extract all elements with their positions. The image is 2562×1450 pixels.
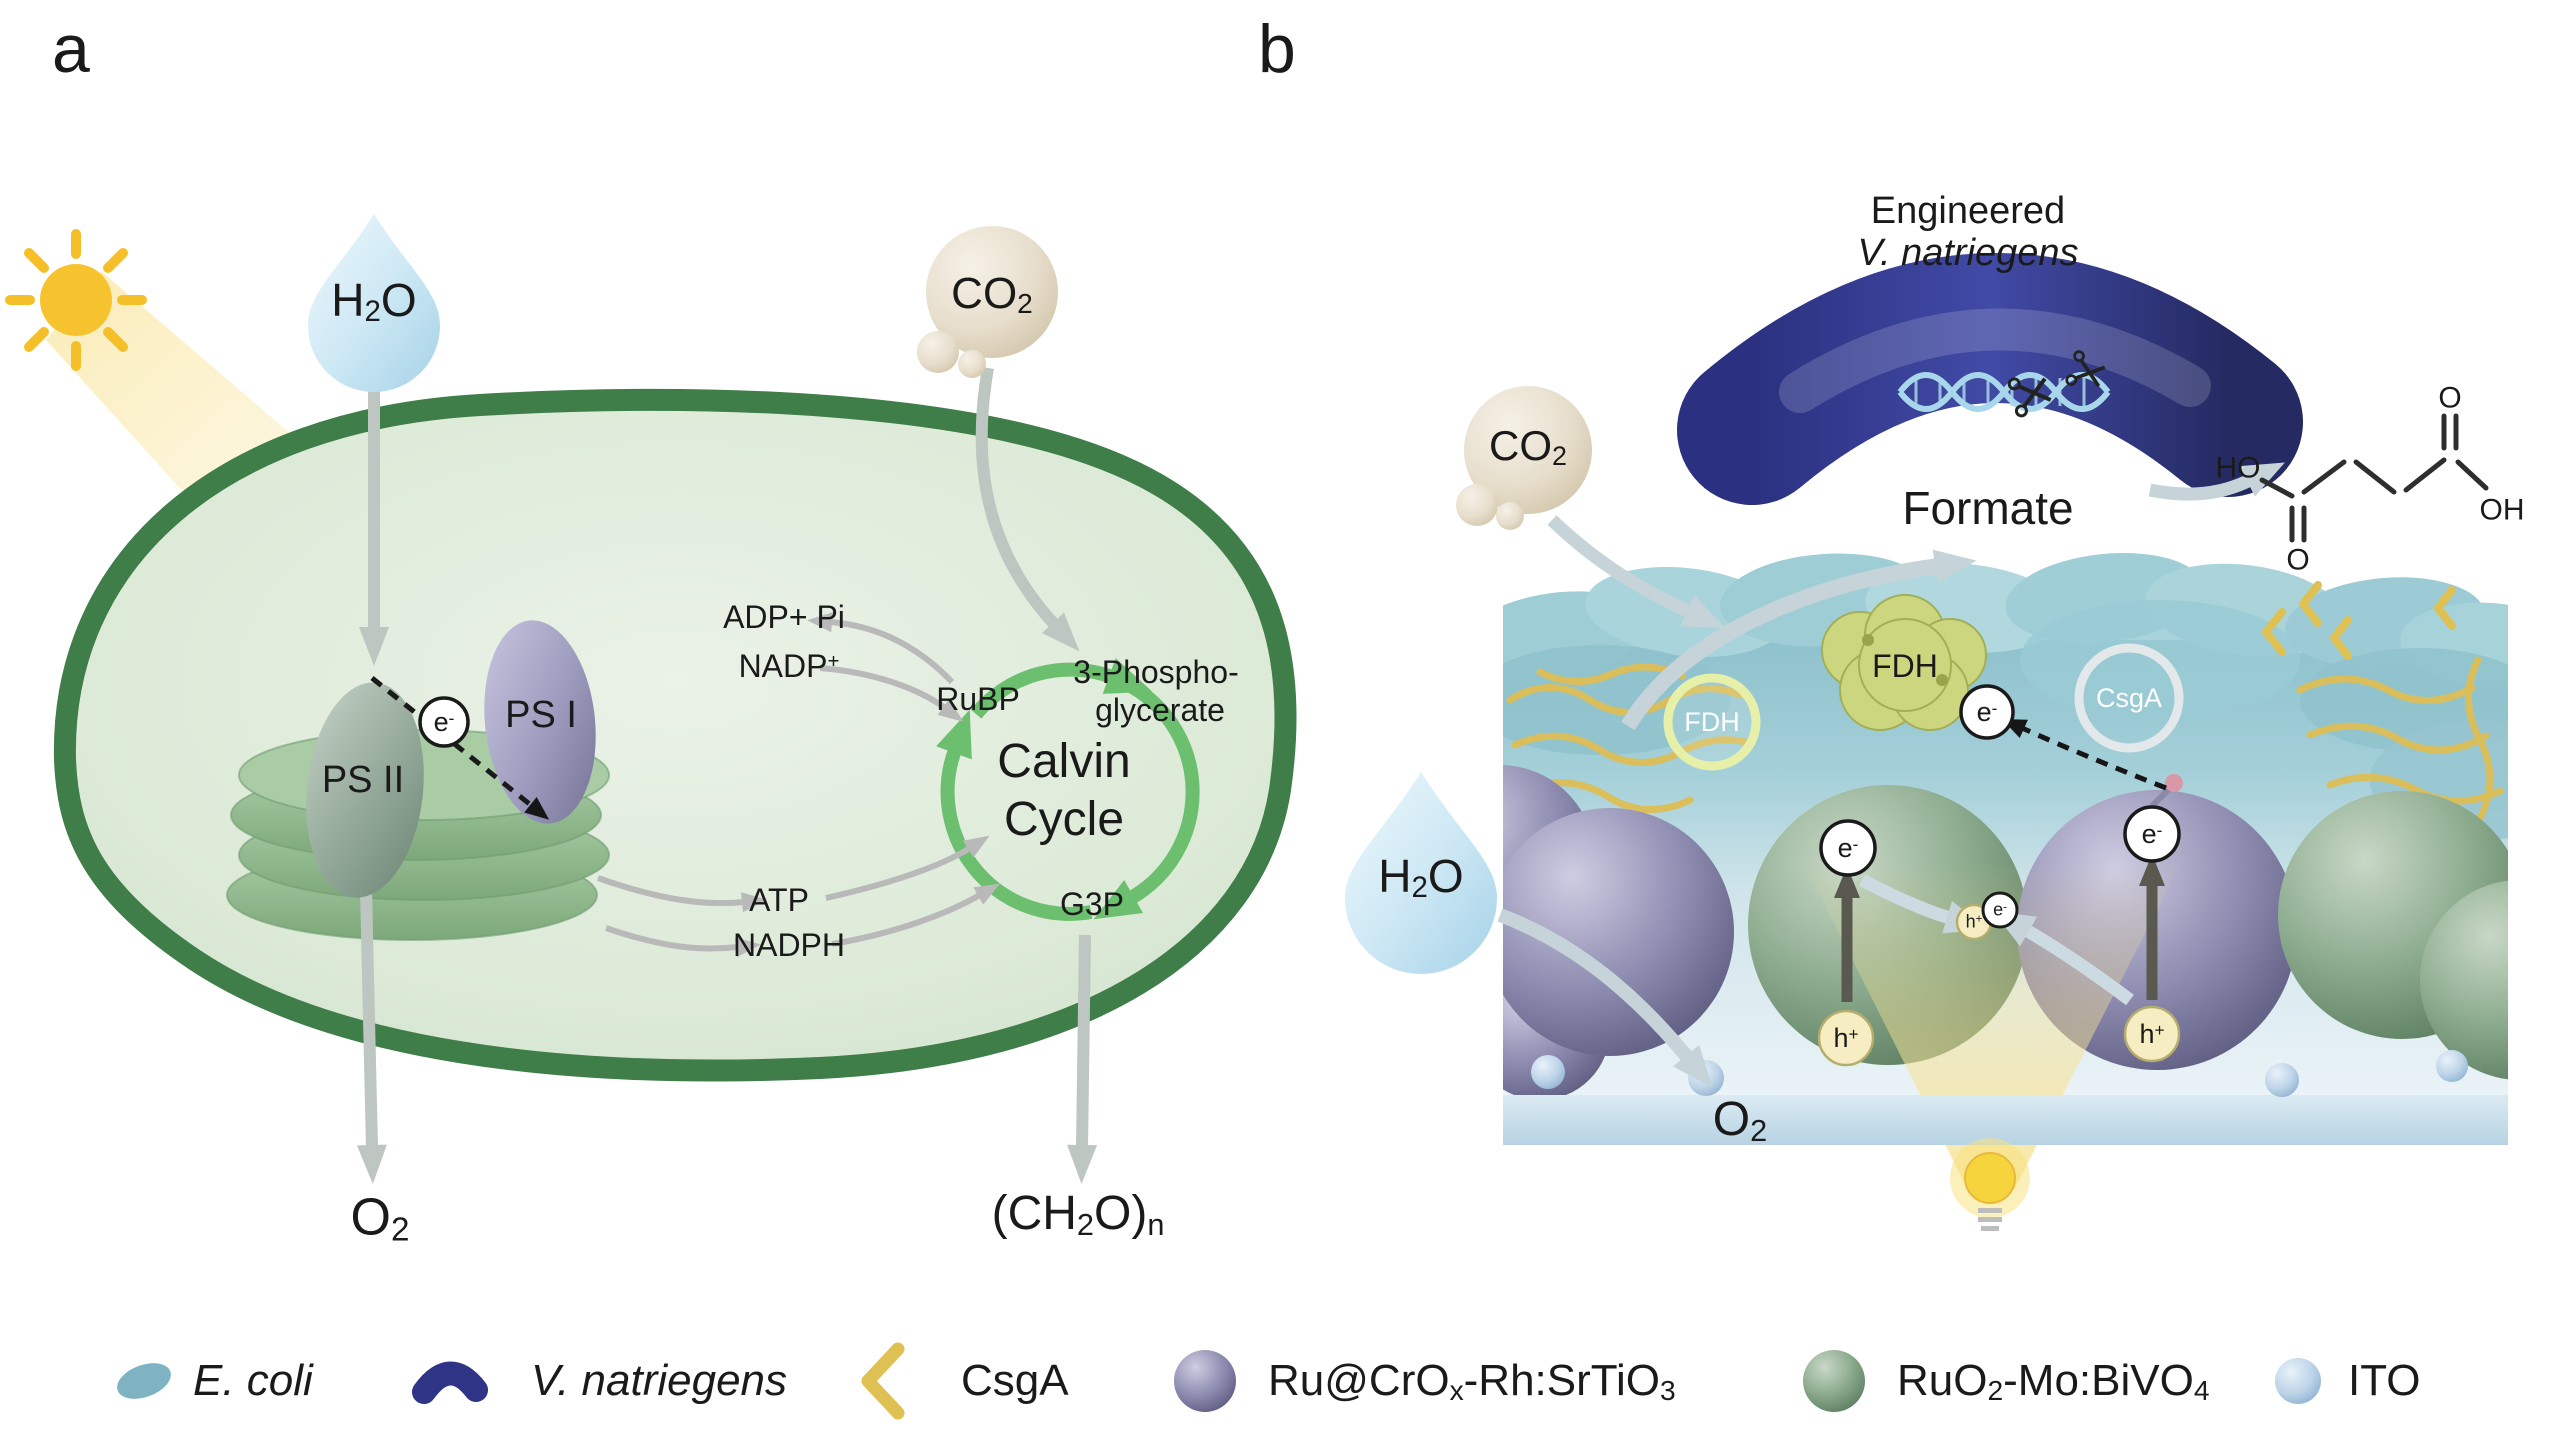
- electron-label-green: e-: [1837, 832, 1859, 863]
- z-scheme-arrow-right: [1992, 910, 2134, 1006]
- g3p-label: G3P: [1059, 886, 1125, 923]
- hole-circle-purple: [2123, 1005, 2181, 1063]
- ps1-label: PS I: [505, 694, 577, 737]
- sphere-green-edge: [2420, 880, 2508, 1080]
- engineered-label-line2: V. natriegens: [1857, 232, 2079, 275]
- pair-hole-label: h+: [1965, 911, 1983, 932]
- adp-label: ADP+ Pi: [723, 599, 845, 636]
- calvin-cycle-arrows: [936, 658, 1200, 921]
- phosphoglycerate-label-line2: glycerate: [1095, 692, 1225, 729]
- bacterium-to-structure-arrow: [2148, 462, 2285, 501]
- catalyst-green-icon: [1803, 1350, 1865, 1412]
- bacterium-body: [1677, 253, 2303, 505]
- panel-b-label: b: [1258, 11, 1296, 87]
- nadp-label: NADP+: [738, 648, 840, 685]
- conductive-pilus: [2149, 774, 2183, 809]
- panel-b-flow-arrows: [1497, 515, 1977, 1089]
- o2-output-arrow: [356, 889, 387, 1184]
- ps2-label: PS II: [321, 759, 405, 802]
- ps2-shape: [306, 682, 424, 898]
- csga-plasmid-label: CsgA: [2095, 682, 2163, 713]
- water-label-a: H2O: [331, 273, 417, 329]
- legend-csga-label: CsgA: [961, 1355, 1069, 1405]
- electron-transfer-dashed-arrow: [2001, 718, 2167, 791]
- electron-circle-a: [418, 696, 470, 748]
- electron-label-a: e-: [433, 706, 455, 737]
- electron-circle-green: [1819, 819, 1877, 877]
- catalyst-purple-icon: [1174, 1350, 1236, 1412]
- legend-e-coli-label: E. coli: [193, 1355, 313, 1405]
- g3p-output-arrow: [1067, 934, 1098, 1184]
- chem-oh-label: OH: [2479, 493, 2525, 527]
- engineered-label-line1: Engineered: [1870, 190, 2066, 233]
- pair-electron-label: e-: [1993, 899, 2007, 920]
- ps1-shape: [484, 620, 596, 824]
- water-droplet-a: [308, 214, 440, 392]
- light-beam-b: [1805, 865, 2180, 1190]
- phosphoglycerate-label-line1: 3-Phospho-: [1073, 654, 1239, 691]
- fdh-enzyme-label: FDH: [1872, 648, 1938, 685]
- electron-circle-purple: [2123, 805, 2181, 863]
- co2-input-arrow: [975, 366, 1080, 652]
- co2-input-arrow-b: [1547, 515, 1726, 629]
- legend-ito-label: ITO: [2348, 1355, 2421, 1405]
- cofactor-cycle-arrows: [596, 612, 1000, 958]
- hole-label-purple: h+: [2139, 1018, 2165, 1049]
- water-input-arrow-b: [1497, 908, 1713, 1089]
- carbohydrate-label: (CH2O)n: [991, 1186, 1165, 1242]
- legend-catalyst-purple-label: Ru@CrOx-Rh:SrTiO3: [1268, 1355, 1676, 1406]
- calvin-label-line1: Calvin: [997, 734, 1131, 788]
- sphere-purple-a: [1503, 808, 1734, 1056]
- formate-output-arrow: [1621, 549, 1977, 731]
- hole-circle-green: [1817, 1009, 1875, 1067]
- water-label-b: H2O: [1378, 849, 1464, 905]
- o2-label-a: O2: [350, 1188, 410, 1249]
- light-bulb-icon: [1950, 1138, 2030, 1231]
- chem-ho-label: HO: [2215, 451, 2261, 485]
- fdh-plasmid-label: FDH: [1684, 706, 1740, 737]
- succinic-acid-structure: [2259, 413, 2489, 543]
- co2-label-a: CO2: [951, 268, 1033, 319]
- scissors-icon-2: [2065, 350, 2106, 388]
- rubp-label: RuBP: [936, 681, 1020, 718]
- atp-label: ATP: [749, 882, 809, 919]
- scissors-icon-1: [2007, 377, 2052, 418]
- chem-o-bottom-label: O: [2286, 543, 2310, 577]
- fdh-enzyme-blob: [1821, 594, 1987, 731]
- co2-label-b: CO2: [1489, 421, 1567, 471]
- csga-icon: [861, 1342, 905, 1420]
- chem-o-top-label: O: [2438, 381, 2462, 415]
- hole-label-green: h+: [1833, 1022, 1859, 1053]
- electron-label-purple: e-: [2141, 818, 2163, 849]
- ito-icon: [2275, 1358, 2321, 1404]
- electron-transfer-arrow-a: [370, 676, 550, 820]
- water-droplet-b: [1345, 772, 1497, 974]
- e-coli-icon: [117, 1363, 171, 1399]
- z-scheme-pair: [1955, 891, 2019, 941]
- legend-catalyst-green-label: RuO2-Mo:BiVO4: [1897, 1355, 2210, 1406]
- csga-secretion-chevrons: [2262, 581, 2456, 660]
- formate-label: Formate: [1902, 481, 2074, 534]
- dna-helix: [1897, 372, 2111, 412]
- sun-icon: [5, 229, 147, 371]
- charge-transfer-arrows: [1834, 854, 2165, 1006]
- v-natriegens-icon: [412, 1361, 488, 1404]
- co2-molecule-b: [1456, 386, 1592, 530]
- nadph-label: NADPH: [732, 927, 846, 964]
- legend-icons: [117, 1342, 2321, 1420]
- curli-fibers: [1506, 656, 2504, 838]
- z-scheme-arrow-left: [1858, 874, 1988, 934]
- legend-v-natriegens-label: V. natriegens: [531, 1355, 788, 1405]
- csga-plasmid-ring: [2074, 643, 2184, 753]
- electron-label-biofilm: e-: [1976, 696, 1998, 727]
- panel-a-label: a: [52, 11, 90, 87]
- ito-substrate-bar: [1503, 1095, 2508, 1145]
- co2-molecule-a: [917, 226, 1058, 378]
- pair-electron-circle: [1981, 891, 2019, 929]
- o2-label-b: O2: [1712, 1092, 1768, 1148]
- electron-circle-biofilm: [1959, 684, 2015, 740]
- calvin-label-line2: Cycle: [1003, 792, 1125, 846]
- fdh-plasmid-ring: [1663, 673, 1761, 771]
